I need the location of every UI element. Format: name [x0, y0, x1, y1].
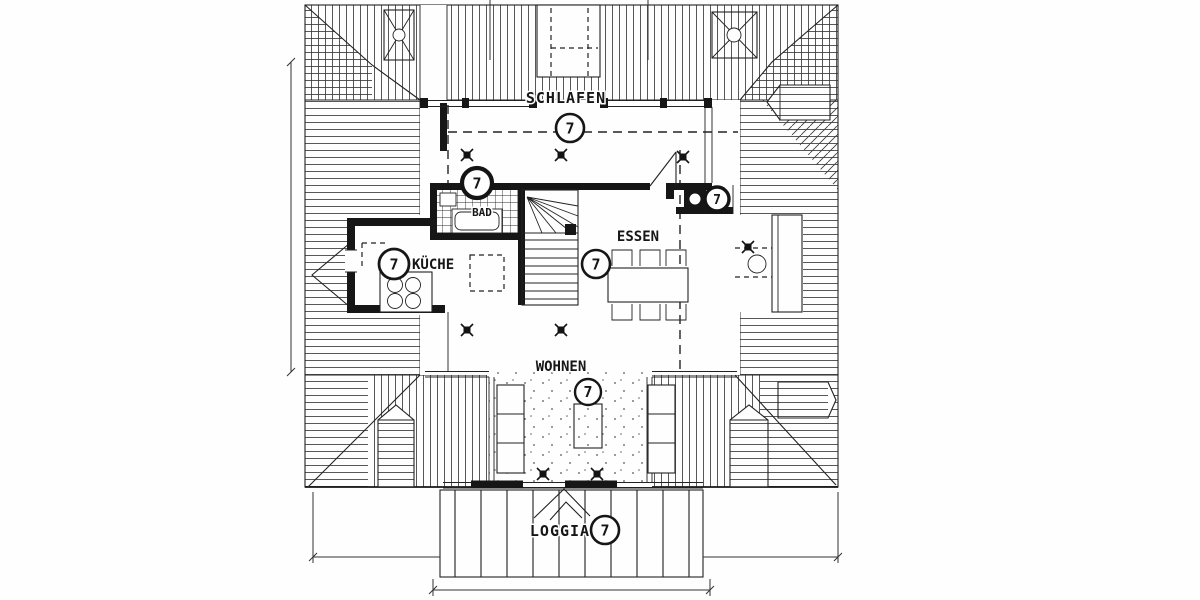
dining-table-icon: [607, 249, 689, 321]
roof-channel: [420, 5, 447, 100]
svg-text:7: 7: [565, 120, 574, 138]
stair-newel: [565, 224, 576, 235]
sofa-left-icon: [496, 384, 525, 474]
window-bay: [747, 214, 803, 313]
loggia-window-sill: [565, 480, 617, 489]
vent-pipe-icon: [689, 193, 701, 205]
unit-marker-wohnen: 7: [573, 377, 603, 407]
washbasin-icon: [439, 192, 457, 207]
room-label-essen: ESSEN: [617, 229, 659, 245]
skylight-left-icon: [383, 9, 415, 61]
door-leaf: [649, 151, 677, 187]
slope-arrow-icon: [533, 488, 591, 521]
bathtub-icon: [451, 208, 503, 234]
furniture: [379, 192, 803, 474]
dormer-right-wing: [777, 381, 837, 419]
roof-right-hip-facet: [762, 100, 838, 190]
room-label-loggia: LOGGIA: [530, 522, 590, 540]
unit-marker-kueche: 7: [377, 247, 411, 281]
kitchen-window: [345, 250, 357, 272]
loggia-window-sill: [471, 480, 523, 489]
unit-markers: 7 7 7 7 7 7 7: [377, 112, 731, 546]
roof-bottom-left-outer: [305, 375, 368, 487]
skylight-right-icon: [711, 11, 758, 59]
room-label-wohnen: WOHNEN: [536, 359, 587, 375]
sofa-right-icon: [647, 384, 676, 474]
unit-marker-schlafen: 7: [554, 112, 586, 144]
room-label-kueche: KÜCHE: [412, 255, 454, 273]
door-swing-dashed: [469, 254, 505, 292]
dormer-bottom-left: [377, 404, 415, 487]
roof-corner-top-right: [740, 5, 838, 100]
svg-text:7: 7: [591, 256, 600, 274]
roof-channel-edges: [419, 5, 448, 100]
room-label-schlafen: SCHLAFEN: [526, 89, 606, 107]
unit-marker-wc: 7: [703, 185, 731, 213]
dimension-lines: [286, 0, 843, 596]
dormer-bottom-right: [729, 404, 769, 487]
room-label-bad: BAD: [472, 206, 492, 219]
dormer-top-right: [766, 84, 831, 121]
side-table-icon: [747, 254, 767, 274]
loggia-area: [439, 488, 704, 578]
dormer-top-center: [536, 4, 601, 78]
staircase: [521, 189, 579, 306]
room-labels: SCHLAFEN BAD KÜCHE ESSEN WOHNEN LOGGIA: [411, 88, 661, 542]
svg-text:7: 7: [583, 383, 592, 401]
roof-corner-top-left: [305, 5, 372, 100]
svg-text:7: 7: [472, 175, 481, 193]
unit-marker-bad: 7: [459, 165, 495, 201]
svg-text:7: 7: [713, 193, 721, 208]
unit-marker-essen: 7: [580, 248, 612, 280]
unit-marker-loggia: 7: [589, 514, 621, 546]
stove-icon: [379, 271, 433, 313]
roof-hip-lines: [304, 4, 839, 488]
svg-text:7: 7: [600, 522, 609, 540]
svg-text:7: 7: [389, 256, 398, 274]
